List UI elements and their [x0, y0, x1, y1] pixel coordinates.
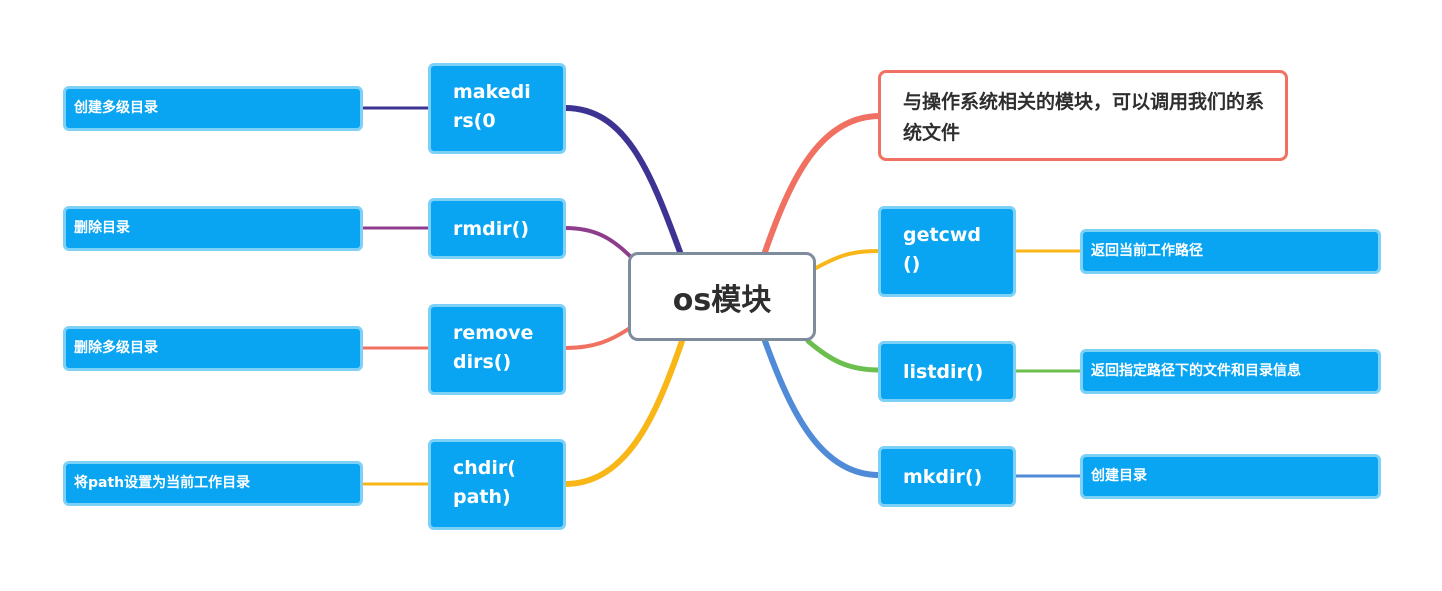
branch-listdir[interactable]: listdir()	[878, 341, 1016, 402]
leaf-mkdir-detail[interactable]: 创建目录	[1080, 454, 1381, 499]
leaf-listdir-detail[interactable]: 返回指定路径下的文件和目录信息	[1080, 349, 1381, 394]
branch-removedirs[interactable]: remove dirs()	[428, 304, 566, 395]
connector-makedirs	[562, 105, 683, 255]
connector-description	[762, 113, 883, 255]
connector-listdir	[805, 338, 882, 373]
description-callout[interactable]: 与操作系统相关的模块，可以调用我们的系统文件	[878, 70, 1288, 161]
connector-removedirs	[563, 326, 632, 350]
connector-rmdir	[563, 226, 634, 260]
leaf-chdir-detail[interactable]: 将path设置为当前工作目录	[63, 461, 363, 506]
central-topic[interactable]: os模块	[628, 252, 816, 341]
branch-mkdir[interactable]: mkdir()	[878, 446, 1016, 507]
connector-mkdir	[762, 338, 882, 478]
branch-chdir[interactable]: chdir( path)	[428, 439, 566, 530]
connector-getcwd	[814, 249, 881, 270]
branch-getcwd[interactable]: getcwd ()	[878, 206, 1016, 297]
branch-rmdir[interactable]: rmdir()	[428, 198, 566, 259]
leaf-removedirs-detail[interactable]: 删除多级目录	[63, 326, 363, 371]
branch-makedirs[interactable]: makedi rs(0	[428, 63, 566, 154]
leaf-makedirs-detail[interactable]: 创建多级目录	[63, 86, 363, 131]
leaf-rmdir-detail[interactable]: 删除目录	[63, 206, 363, 251]
leaf-getcwd-detail[interactable]: 返回当前工作路径	[1080, 229, 1381, 274]
connector-chdir	[562, 338, 685, 487]
